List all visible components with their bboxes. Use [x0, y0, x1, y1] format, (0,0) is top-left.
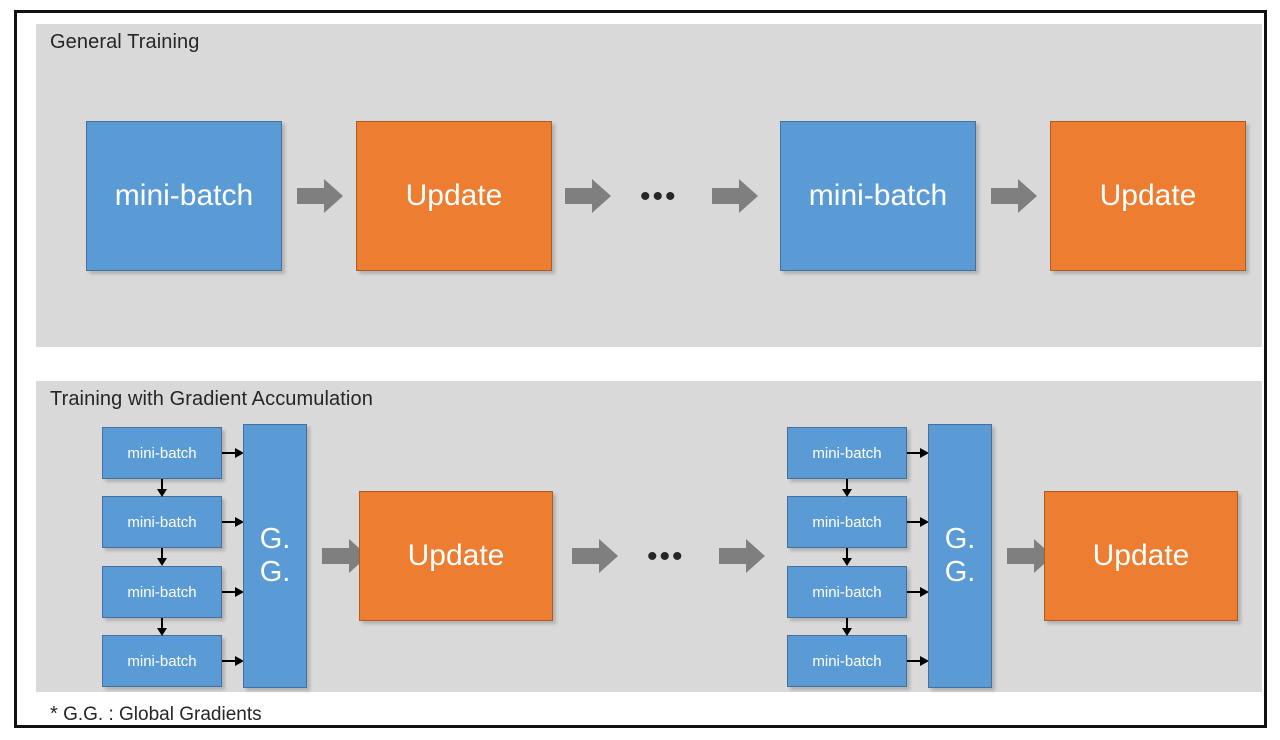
chain-arrow-down-icon-right-2 [839, 548, 855, 566]
chain-arrow-down-icon-left-3 [154, 618, 170, 636]
node-label: Update [1092, 539, 1190, 572]
flow-arrow-icon-ga-2 [572, 539, 618, 573]
chain-arrow-down-icon-left-1 [154, 479, 170, 497]
ellipsis-general: ••• [640, 180, 678, 213]
feed-arrow-right-icon-left-3 [222, 585, 244, 599]
node-right-mini-batch-1: mini-batch [787, 427, 907, 479]
flow-arrow-icon-4 [991, 179, 1037, 213]
accumulator-line-2: G. [259, 556, 291, 588]
node-label: Update [407, 539, 505, 572]
node-update-2: Update [1050, 121, 1246, 271]
feed-arrow-right-icon-left-1 [222, 446, 244, 460]
node-label: mini-batch [812, 583, 882, 601]
accumulator-line-1: G. [944, 522, 976, 555]
feed-arrow-right-icon-right-4 [907, 654, 929, 668]
node-right-mini-batch-2: mini-batch [787, 496, 907, 548]
node-label: mini-batch [808, 179, 948, 212]
node-label: mini-batch [127, 444, 197, 462]
node-left-global-gradients: G. G. [243, 424, 307, 688]
figure-frame: General Training mini-batch Update ••• [14, 10, 1267, 728]
panel-title-gradient-accumulation: Training with Gradient Accumulation [50, 388, 373, 410]
node-label: mini-batch [812, 652, 882, 670]
node-label: mini-batch [812, 444, 882, 462]
node-left-mini-batch-2: mini-batch [102, 496, 222, 548]
node-label: mini-batch [114, 179, 254, 212]
node-right-global-gradients: G. G. [928, 424, 992, 688]
feed-arrow-right-icon-right-1 [907, 446, 929, 460]
node-left-mini-batch-1: mini-batch [102, 427, 222, 479]
flow-arrow-icon-ga-1 [322, 539, 368, 573]
flow-arrow-icon-3 [712, 179, 758, 213]
ellipsis-gradient-accumulation: ••• [647, 540, 685, 573]
node-ga-update-1: Update [359, 491, 553, 621]
node-ga-update-2: Update [1044, 491, 1238, 621]
chain-arrow-down-icon-right-3 [839, 618, 855, 636]
feed-arrow-right-icon-left-4 [222, 654, 244, 668]
accumulator-line-2: G. [944, 556, 976, 588]
node-right-mini-batch-4: mini-batch [787, 635, 907, 687]
footnote: * G.G. : Global Gradients [50, 703, 262, 726]
feed-arrow-right-icon-left-2 [222, 515, 244, 529]
flow-arrow-icon-1 [297, 179, 343, 213]
node-update-1: Update [356, 121, 552, 271]
feed-arrow-right-icon-right-3 [907, 585, 929, 599]
node-label: mini-batch [127, 583, 197, 601]
footnote-marker: * [50, 703, 58, 725]
node-mini-batch-1: mini-batch [86, 121, 282, 271]
chain-arrow-down-icon-right-1 [839, 479, 855, 497]
node-label: mini-batch [127, 652, 197, 670]
node-left-mini-batch-3: mini-batch [102, 566, 222, 618]
flow-arrow-icon-2 [565, 179, 611, 213]
node-label: mini-batch [812, 513, 882, 531]
panel-title-general-training: General Training [50, 31, 200, 53]
flow-arrow-icon-ga-4 [1007, 539, 1053, 573]
feed-arrow-right-icon-right-2 [907, 515, 929, 529]
panel-gradient-accumulation: Training with Gradient Accumulation mini… [36, 381, 1262, 692]
node-label: Update [405, 179, 503, 212]
node-mini-batch-2: mini-batch [780, 121, 976, 271]
node-label: mini-batch [127, 513, 197, 531]
node-label: Update [1099, 179, 1197, 212]
node-right-mini-batch-3: mini-batch [787, 566, 907, 618]
footnote-text: G.G. : Global Gradients [63, 704, 262, 725]
flow-arrow-icon-ga-3 [719, 539, 765, 573]
panel-general-training: General Training mini-batch Update ••• [36, 24, 1262, 347]
node-left-mini-batch-4: mini-batch [102, 635, 222, 687]
accumulator-line-1: G. [259, 522, 291, 555]
chain-arrow-down-icon-left-2 [154, 548, 170, 566]
